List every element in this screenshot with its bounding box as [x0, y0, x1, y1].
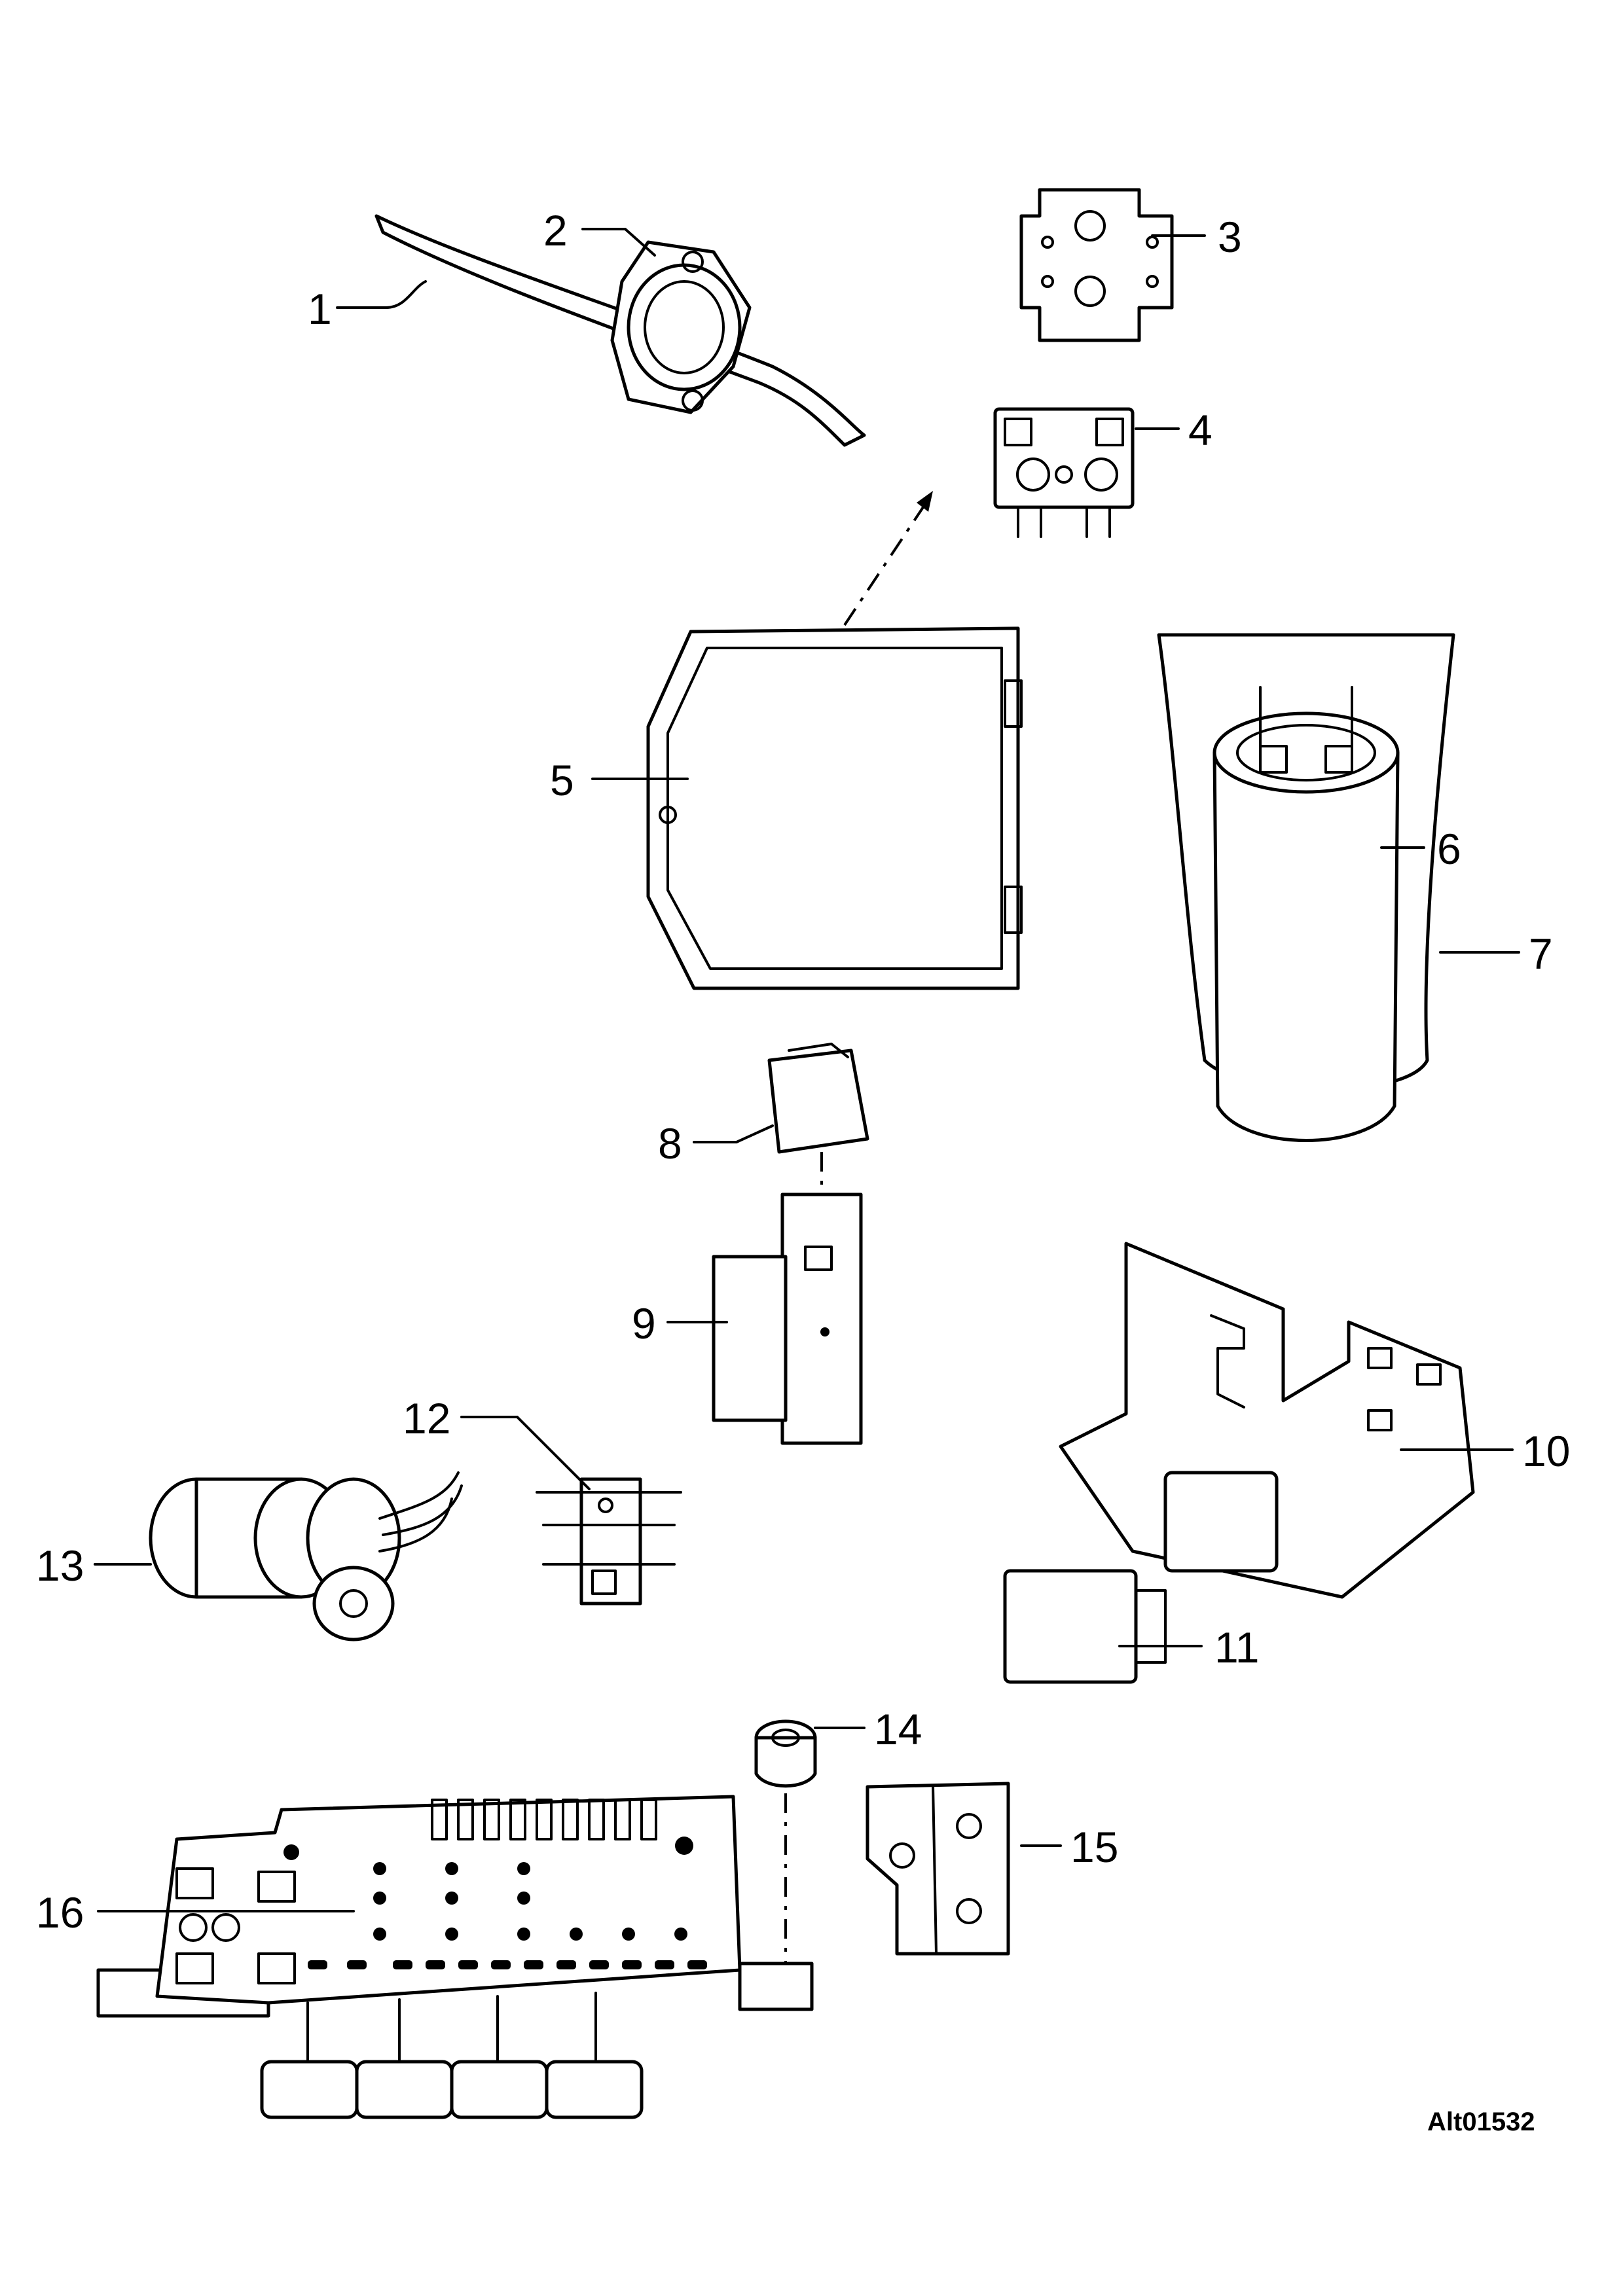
circuit-board-connector-fingers: [431, 1799, 657, 1840]
callout-11: 11: [1214, 1623, 1260, 1672]
part-4-terminal-block: [993, 407, 1135, 538]
assembly-arrow-5-to-4: [843, 491, 933, 626]
callout-13: 13: [36, 1541, 84, 1590]
part-6-capacitor: [1213, 686, 1400, 1142]
callout-4: 4: [1188, 406, 1213, 454]
part-12-terminal-strip: [536, 1477, 682, 1605]
circuit-board-buttons: [260, 1992, 644, 2119]
callout-14: 14: [874, 1705, 922, 1753]
callout-12: 12: [403, 1394, 450, 1443]
part-9-relay-module: [712, 1193, 863, 1445]
callout-7: 7: [1529, 929, 1553, 978]
callout-8: 8: [658, 1119, 682, 1168]
part-11-connector: [1003, 1471, 1279, 1684]
callout-2: 2: [543, 206, 568, 255]
figure-reference-code: Alt01532: [1427, 2108, 1535, 2136]
part-8-clip: [767, 1043, 869, 1198]
callout-10: 10: [1522, 1427, 1570, 1475]
callout-9: 9: [632, 1299, 656, 1348]
part-3-bracket: [1019, 188, 1174, 342]
callout-1: 1: [308, 285, 332, 333]
callout-16: 16: [36, 1888, 84, 1937]
circuit-board-pads: [175, 1837, 707, 1984]
part-13-suppression-capacitor: [149, 1471, 463, 1641]
callout-labels: 1 2 3 4 5 6 7 8 9 10 11 12 13 14 15 16: [36, 206, 1570, 1937]
part-14-spacer: [754, 1719, 817, 1996]
part-5-cover-plate: [646, 626, 1023, 990]
part-16-circuit-board: [96, 1795, 814, 2119]
callout-leaders: [94, 228, 1520, 1912]
part-15-hinge-bracket: [866, 1782, 1010, 1956]
part-2-grommet: [610, 240, 752, 414]
callout-15: 15: [1070, 1823, 1118, 1871]
callout-5: 5: [550, 756, 574, 804]
callout-6: 6: [1437, 825, 1461, 873]
callout-3: 3: [1218, 213, 1242, 261]
